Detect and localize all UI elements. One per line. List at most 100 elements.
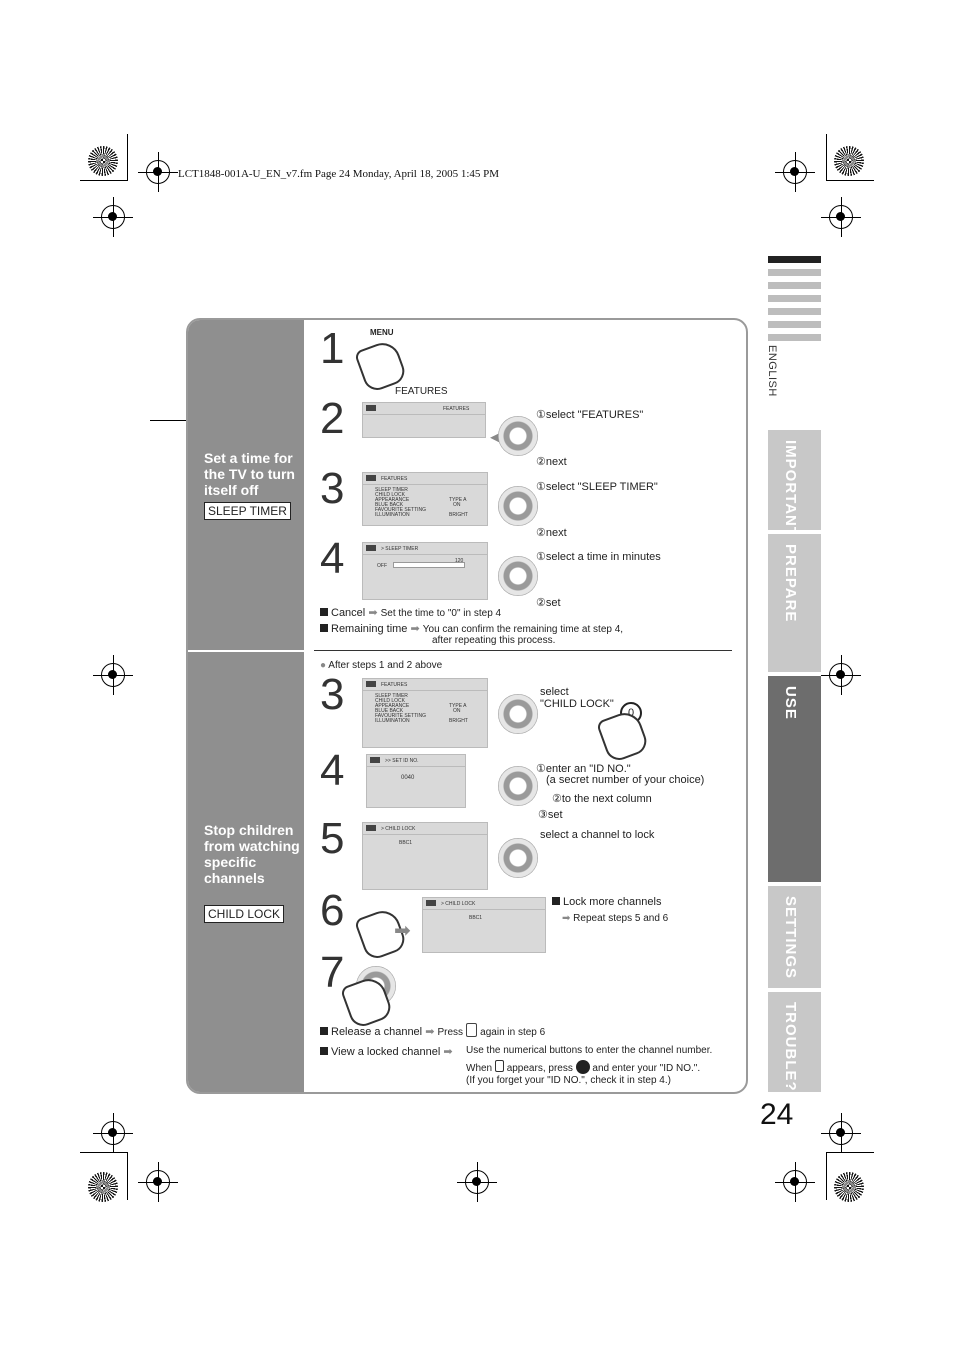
crop-mark (826, 1152, 874, 1153)
screen-text: SLEEP TIMER (375, 693, 408, 699)
crop-mark (80, 180, 128, 181)
step-number: 6 (320, 886, 345, 935)
screen-text: 0040 (401, 775, 415, 781)
remaining-text: You can confirm the remaining time at st… (422, 624, 624, 635)
timer-bar (393, 562, 465, 568)
tab-important[interactable]: IMPORTANT! (768, 430, 821, 543)
step-number: 7 (320, 948, 345, 997)
release-note: Release a channel ➡ Press again in step … (320, 1023, 545, 1038)
step-instruction: (a secret number of your choice) (546, 774, 705, 786)
registration-target (775, 152, 815, 192)
sleep-timer-label: SLEEP TIMER (204, 502, 291, 520)
crop-mark (150, 420, 186, 421)
remote-dial (498, 766, 538, 806)
remaining-label: Remaining time (331, 623, 408, 635)
tab-prepare[interactable]: PREPARE (768, 534, 821, 672)
step-instruction: ②next (536, 456, 567, 468)
tab-trouble[interactable]: TROUBLE? (768, 992, 821, 1092)
step-instruction: select a channel to lock (540, 829, 655, 841)
registration-target (775, 1162, 815, 1202)
step-instruction: ①select "SLEEP TIMER" (536, 481, 658, 493)
crop-mark (826, 1152, 827, 1200)
screen-text: 120 (455, 558, 464, 564)
view-text: (If you forget your "ID NO.", check it i… (466, 1075, 671, 1086)
screen-text: CHILD LOCK (375, 698, 406, 704)
screen-text: BBC1 (399, 840, 413, 846)
remote-dial (498, 838, 538, 878)
screen-text: OFF (377, 563, 387, 569)
repeat-text: Repeat steps 5 and 6 (573, 913, 669, 924)
screen-text: SLEEP TIMER (375, 487, 408, 493)
tv-menu-screen: FEATURES (362, 402, 486, 438)
release-label: Release a channel (331, 1026, 423, 1038)
page-number: 24 (760, 1098, 794, 1131)
registration-target (821, 197, 861, 237)
step-instruction: ①select "FEATURES" (536, 409, 644, 421)
tab-trouble-label: TROUBLE? (782, 1002, 799, 1092)
tab-use[interactable]: USE (768, 676, 821, 882)
release-text: Press (437, 1027, 464, 1038)
step-instruction: ②to the next column (552, 793, 652, 805)
child-lock-label: CHILD LOCK (204, 905, 285, 923)
release-text: again in step 6 (480, 1027, 546, 1038)
registration-target (457, 1162, 497, 1202)
section-divider-line (314, 650, 732, 651)
tab-important-label: IMPORTANT! (782, 440, 799, 544)
screen-text: BRIGHT (449, 718, 468, 724)
view-text: When (466, 1063, 493, 1074)
remaining-text: after repeating this process. (432, 635, 556, 646)
screen-text: BRIGHT (449, 512, 468, 518)
registration-sunburst (834, 146, 864, 176)
release-button-icon (466, 1023, 478, 1037)
tv-menu-screen: > CHILD LOCK BBC1 (422, 897, 546, 953)
registration-target (138, 152, 178, 192)
lock-more-note: Lock more channels (552, 896, 661, 908)
lock-icon (494, 1060, 504, 1072)
view-text: Use the numerical buttons to enter the c… (466, 1045, 713, 1056)
remaining-note: Remaining time ➡ You can confirm the rem… (320, 622, 623, 635)
cancel-text: Set the time to "0" in step 4 (380, 608, 502, 619)
screen-text: > CHILD LOCK (381, 826, 416, 832)
view-text-line: When appears, press and enter your "ID N… (466, 1060, 700, 1074)
hand-press-icon (595, 708, 651, 764)
tab-prepare-label: PREPARE (782, 544, 799, 623)
file-header: LCT1848-001A-U_EN_v7.fm Page 24 Monday, … (178, 168, 500, 180)
screen-text: FEATURES (381, 682, 408, 688)
step-number: 4 (320, 534, 345, 583)
tab-settings[interactable]: SETTINGS (768, 886, 821, 988)
step-instruction: ①enter an "ID NO." (536, 763, 631, 775)
sleep-timer-title: Set a time for the TV to turn itself off (204, 450, 295, 498)
step-instruction: ②next (536, 527, 567, 539)
screen-text: FAVOURITE SETTING (375, 713, 427, 719)
screen-text: ON (453, 708, 461, 714)
tv-menu-screen: FEATURES SLEEP TIMER CHILD LOCK APPEARAN… (362, 678, 488, 748)
view-text: appears, press (506, 1063, 573, 1074)
tv-menu-screen: >> SET ID NO. 0040 (366, 754, 466, 808)
registration-target (93, 197, 133, 237)
screen-text: > CHILD LOCK (441, 901, 476, 907)
step-instruction: ①select a time in minutes (536, 551, 661, 563)
view-text: and enter your "ID NO.". (592, 1063, 701, 1074)
section-sidebar (188, 320, 304, 1092)
registration-target (93, 1113, 133, 1153)
tv-menu-screen: > SLEEP TIMER OFF 120 (362, 542, 488, 600)
registration-target (821, 1113, 861, 1153)
screen-text: > SLEEP TIMER (381, 546, 419, 552)
step-number: 2 (320, 394, 345, 443)
screen-text: FEATURES (443, 406, 470, 412)
screen-text: BBC1 (469, 915, 483, 921)
screen-text: BLUE BACK (375, 708, 404, 714)
screen-text: ON (453, 502, 461, 508)
screen-text: APPEARANCE (375, 703, 410, 709)
cancel-label: Cancel (331, 607, 366, 619)
tab-use-label: USE (782, 686, 799, 720)
step-instruction: "CHILD LOCK" (540, 698, 614, 710)
registration-target (138, 1162, 178, 1202)
child-lock-title: Stop children from watching specific cha… (204, 822, 300, 886)
tv-menu-screen: > CHILD LOCK BBC1 (362, 822, 488, 890)
crop-mark (127, 1152, 128, 1200)
crop-mark (826, 180, 874, 181)
step-instruction: ②set (536, 597, 561, 609)
screen-text: FAVOURITE SETTING (375, 507, 427, 513)
after-steps-text: After steps 1 and 2 above (328, 660, 443, 671)
